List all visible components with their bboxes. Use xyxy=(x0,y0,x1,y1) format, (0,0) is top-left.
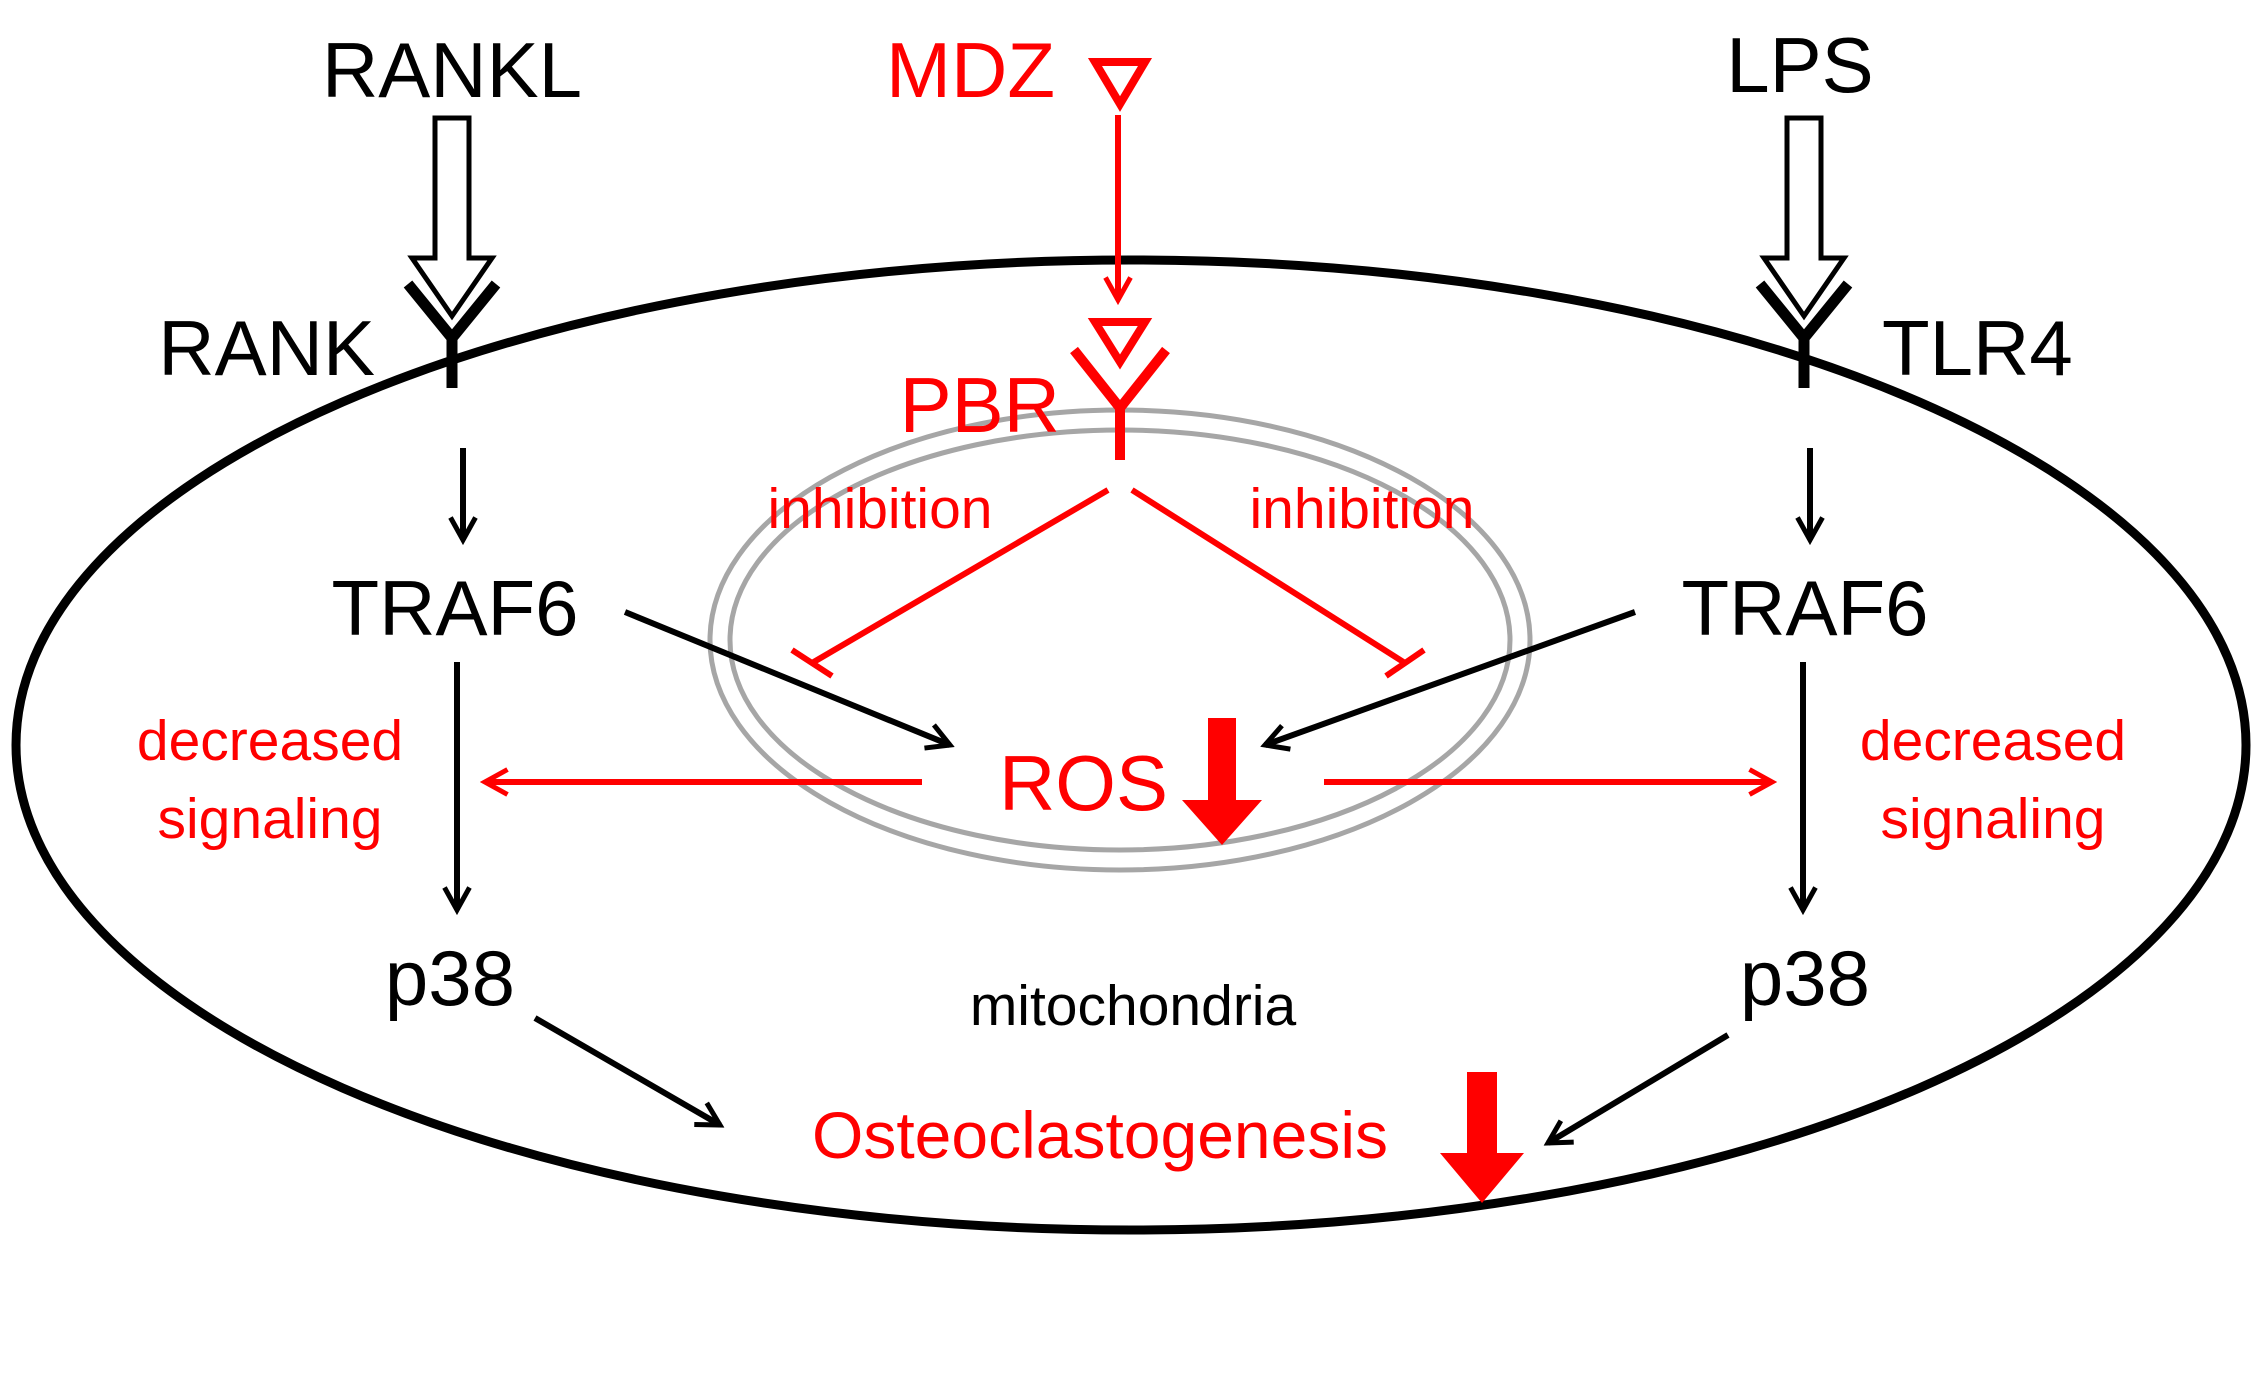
traf6-left-to-ros-arrow xyxy=(623,609,950,745)
p38-left-to-osteo-arrow xyxy=(533,1015,720,1128)
ros-label: ROS xyxy=(999,739,1168,827)
mdz-triangle-icon xyxy=(1087,58,1153,112)
p38-left-label: p38 xyxy=(385,934,515,1022)
rank-receptor xyxy=(403,280,501,388)
lps-arrow xyxy=(1759,115,1849,321)
cell-membrane xyxy=(11,255,2251,1235)
mitochondria-label: mitochondria xyxy=(970,974,1297,1038)
decreased-left-label: decreased xyxy=(137,709,403,773)
rankl-label: RANKL xyxy=(322,26,582,114)
traf6-right-label: TRAF6 xyxy=(1681,564,1928,652)
traf6-right-to-ros-arrow xyxy=(1265,609,1637,745)
signaling-left-label: signaling xyxy=(158,787,383,851)
decreased-right-label: decreased xyxy=(1860,709,2126,773)
rank-label: RANK xyxy=(158,304,375,392)
osteoclastogenesis-label: Osteoclastogenesis xyxy=(812,1098,1388,1172)
osteoclastogenesis-decrease-arrow-icon xyxy=(1440,1072,1524,1203)
pbr-bound-triangle-icon xyxy=(1087,318,1153,370)
pbr-receptor xyxy=(1070,346,1170,460)
signaling-right-label: signaling xyxy=(1881,787,2106,851)
inhibition-left-label: inhibition xyxy=(768,477,993,541)
inhibition-right-line xyxy=(1130,487,1426,679)
pbr-label: PBR xyxy=(900,361,1060,449)
p38-right-to-osteo-arrow xyxy=(1548,1032,1730,1143)
tlr4-receptor xyxy=(1755,280,1853,388)
lps-label: LPS xyxy=(1726,21,1873,109)
rankl-arrow xyxy=(407,115,497,321)
ros-decrease-arrow-icon xyxy=(1182,718,1262,845)
mdz-label: MDZ xyxy=(886,26,1055,114)
traf6-left-label: TRAF6 xyxy=(331,564,578,652)
p38-right-label: p38 xyxy=(1740,934,1870,1022)
inhibition-right-label: inhibition xyxy=(1250,477,1475,541)
tlr4-label: TLR4 xyxy=(1882,304,2073,392)
inhibition-left-line xyxy=(790,487,1110,679)
